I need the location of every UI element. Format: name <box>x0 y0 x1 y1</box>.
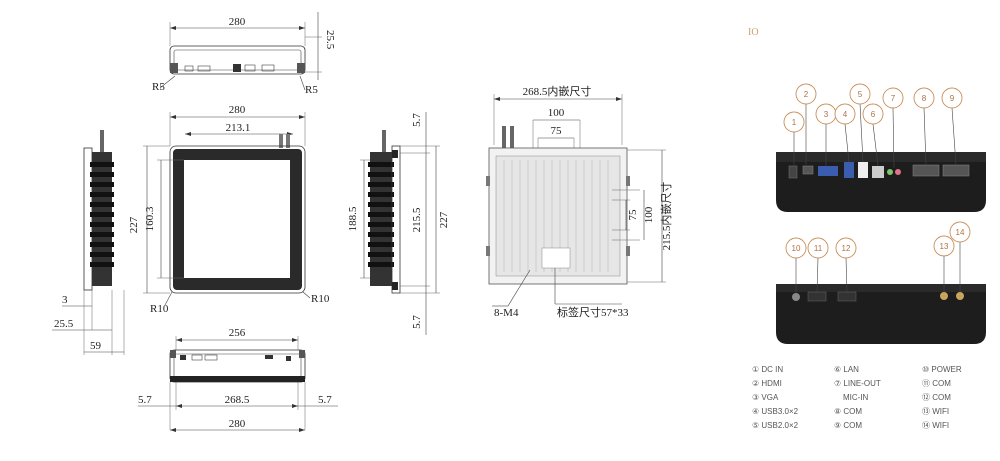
dim-right-188-5: 188.5 <box>347 206 359 231</box>
dim-bottom-5-7-right: 5.7 <box>318 394 332 406</box>
top-view: 280 25.5 R5 R5 <box>152 12 336 96</box>
dim-bottom-5-7-left: 5.7 <box>138 394 152 406</box>
dim-front-width: 280 <box>229 104 246 116</box>
callout-2: 2 <box>804 90 809 99</box>
dim-bottom-256: 256 <box>229 327 246 339</box>
dim-front-height: 227 <box>128 216 140 233</box>
bottom-view: 256 268.5 5.7 5.7 280 <box>138 327 338 432</box>
callout-10: 10 <box>792 244 801 253</box>
dim-side-25-5: 25.5 <box>54 318 74 330</box>
legend-lan: ⑥ LAN <box>834 365 859 374</box>
legend-com-12: ⑫ COM <box>922 393 951 402</box>
callout-9: 9 <box>950 94 955 103</box>
dim-r5-right: R5 <box>305 84 318 96</box>
legend-com-9: ⑨ COM <box>834 421 862 430</box>
dim-top-depth: 25.5 <box>324 30 336 50</box>
io-top-callouts: 1 2 3 4 5 6 7 8 9 <box>783 83 963 169</box>
legend-wifi-14: ⑭ WIFI <box>922 421 949 430</box>
dim-back-215-5: 215.5内嵌尺寸 <box>659 182 673 251</box>
dim-r10-right: R10 <box>311 293 330 305</box>
dim-top-width: 280 <box>229 16 246 28</box>
dim-right-215-5: 215.5 <box>411 207 423 232</box>
dim-side-59: 59 <box>90 340 102 352</box>
legend-dc-in: ① DC IN <box>752 365 783 374</box>
callout-12: 12 <box>842 244 851 253</box>
callout-1: 1 <box>792 118 797 127</box>
dim-right-227: 227 <box>438 211 450 228</box>
dim-bottom-268-5: 268.5 <box>225 394 250 406</box>
dim-r10-left: R10 <box>150 303 169 315</box>
right-side-view: 188.5 215.5 227 5.7 5.7 <box>347 112 450 335</box>
dim-right-5-7-bot: 5.7 <box>411 315 423 329</box>
io-panel: IO <box>748 27 986 430</box>
legend-line-out: ⑦ LINE-OUT <box>834 379 881 388</box>
callout-5: 5 <box>858 90 863 99</box>
callout-8: 8 <box>922 94 927 103</box>
dim-front-inner: 213.1 <box>226 122 251 134</box>
legend-power: ⑩ POWER <box>922 365 962 374</box>
callout-3: 3 <box>824 110 829 119</box>
legend-mic-in: MIC-IN <box>843 393 869 402</box>
left-side-view: 3 25.5 59 <box>52 130 125 355</box>
io-bottom-callouts: 10 11 12 13 14 <box>785 221 971 293</box>
dim-back-268-5: 268.5内嵌尺寸 <box>523 84 592 98</box>
legend-com-8: ⑧ COM <box>834 407 862 416</box>
dim-back-100-h: 100 <box>548 107 565 119</box>
dim-right-5-7-top: 5.7 <box>411 113 423 127</box>
dim-back-label: 标签尺寸57*33 <box>557 305 629 319</box>
callout-6: 6 <box>871 110 876 119</box>
back-view: 268.5内嵌尺寸 100 75 75 <box>486 84 673 319</box>
callout-7: 7 <box>891 94 896 103</box>
dim-back-75-h: 75 <box>551 125 563 137</box>
callout-11: 11 <box>814 244 823 253</box>
io-legend: ① DC IN ② HDMI ③ VGA ④ USB3.0×2 ⑤ USB2.0… <box>752 365 962 430</box>
legend-usb3: ④ USB3.0×2 <box>752 407 799 416</box>
dim-back-100-v: 100 <box>643 206 655 223</box>
dim-side-3: 3 <box>62 294 68 306</box>
io-title: IO <box>748 27 759 38</box>
dim-r5-left: R5 <box>152 81 165 93</box>
legend-wifi-13: ⑬ WIFI <box>922 407 949 416</box>
legend-usb2: ⑤ USB2.0×2 <box>752 421 799 430</box>
legend-hdmi: ② HDMI <box>752 379 782 388</box>
io-bottom-photo <box>776 284 986 344</box>
dim-back-m4: 8-M4 <box>494 307 519 319</box>
callout-13: 13 <box>940 242 949 251</box>
dim-back-75-v: 75 <box>627 209 639 221</box>
legend-com-11: ⑪ COM <box>922 379 951 388</box>
callout-4: 4 <box>843 110 848 119</box>
callout-14: 14 <box>956 228 965 237</box>
front-view: 280 213.1 227 160.3 R10 R10 <box>128 104 330 315</box>
dim-front-inner-h: 160.3 <box>144 206 156 231</box>
legend-vga: ③ VGA <box>752 393 779 402</box>
dim-bottom-280: 280 <box>229 418 246 430</box>
